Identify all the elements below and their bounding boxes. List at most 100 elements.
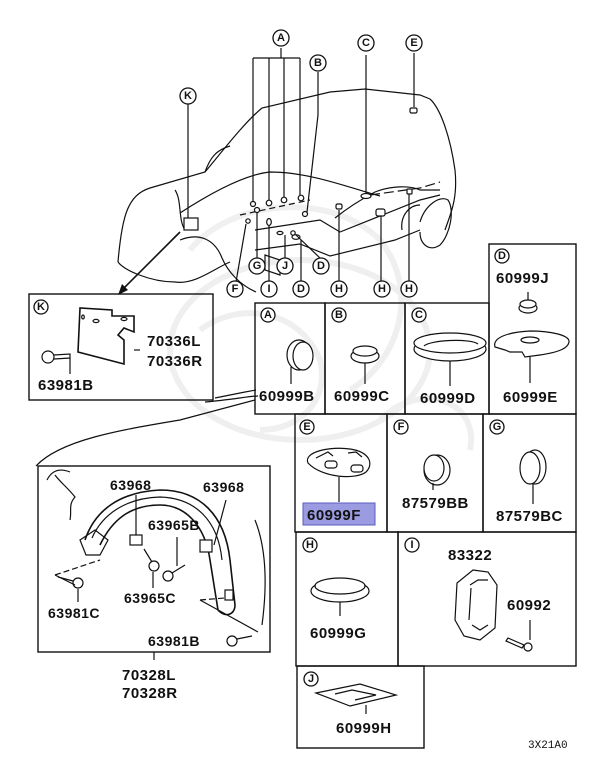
line-art <box>28 293 214 401</box>
part-number-87579bb[interactable]: 87579BB <box>402 495 469 512</box>
part-number-70336l[interactable]: 70336L <box>147 333 201 350</box>
callout-k: K <box>179 87 197 105</box>
part-number-70336r[interactable]: 70336R <box>147 353 203 370</box>
line-art <box>41 350 55 364</box>
line-art <box>519 451 541 485</box>
callout-h3: H <box>400 280 418 298</box>
line-art <box>199 539 213 553</box>
callout-c: C <box>357 34 375 52</box>
bolt-icon <box>226 635 253 647</box>
line-art: C <box>415 309 423 321</box>
line-art <box>54 474 76 521</box>
line-art <box>204 395 259 403</box>
line-art: H <box>335 283 343 295</box>
callout-d2: D <box>292 280 310 298</box>
line-art <box>334 689 377 701</box>
line-art <box>401 204 421 231</box>
part-number-63981c[interactable]: 63981C <box>48 605 100 621</box>
part-number-60999c[interactable]: 60999C <box>334 388 390 405</box>
bolt-icon <box>57 576 84 589</box>
line-art <box>245 218 251 224</box>
part-number-60999j[interactable]: 60999J <box>496 270 549 287</box>
line-art <box>505 637 525 649</box>
line-art <box>266 217 272 227</box>
line-art <box>54 559 101 576</box>
part-number-60999e[interactable]: 60999E <box>503 389 558 406</box>
line-art: K <box>37 301 45 313</box>
screw-icon <box>162 564 186 582</box>
part-number-60999b[interactable]: 60999B <box>259 388 315 405</box>
line-art <box>423 454 445 482</box>
callout-i: I <box>260 280 278 298</box>
part-number-63965b[interactable]: 63965B <box>148 517 200 533</box>
line-art: A <box>277 32 285 44</box>
line-art <box>454 569 498 641</box>
line-art: J <box>308 673 314 685</box>
part-number-70328l[interactable]: 70328L <box>122 667 176 684</box>
part-number-60992[interactable]: 60992 <box>507 597 551 614</box>
line-art <box>214 389 257 399</box>
line-art <box>523 642 533 652</box>
line-art <box>120 316 128 322</box>
line-art <box>81 314 85 320</box>
line-art: B <box>335 309 343 321</box>
callout-b: B <box>309 54 327 72</box>
part-number-83322[interactable]: 83322 <box>448 547 492 564</box>
line-art: J <box>282 260 288 272</box>
line-art <box>352 345 378 357</box>
part-number-60999g[interactable]: 60999G <box>310 625 366 642</box>
line-art <box>224 589 234 601</box>
part-number-63968-b[interactable]: 63968 <box>203 479 244 495</box>
part-number-70328r[interactable]: 70328R <box>122 685 178 702</box>
callout-h2: H <box>373 280 391 298</box>
line-art: E <box>410 37 417 49</box>
part-number-63981b-liner[interactable]: 63981B <box>148 633 200 649</box>
line-art <box>423 339 479 347</box>
part-number-87579bc[interactable]: 87579BC <box>496 508 563 525</box>
part-number-60999d[interactable]: 60999D <box>420 390 476 407</box>
line-art <box>276 257 294 275</box>
line-art <box>179 171 381 214</box>
line-art <box>291 234 301 240</box>
part-number-60999h[interactable]: 60999H <box>336 720 392 737</box>
line-art: B <box>314 57 322 69</box>
line-art <box>315 451 334 459</box>
line-art <box>303 671 319 687</box>
panel-k: K 70336L 70336R 63981B <box>28 293 214 401</box>
line-art <box>400 280 418 298</box>
line-art <box>360 192 372 200</box>
line-art <box>292 341 314 371</box>
line-art <box>260 280 278 298</box>
part-number-63981b[interactable]: 63981B <box>38 377 94 394</box>
line-art <box>162 570 174 582</box>
line-art: I <box>410 539 413 551</box>
diagram-reference-code: 3X21A0 <box>528 740 568 752</box>
highlight-box <box>302 502 376 526</box>
callout-e: E <box>405 34 423 52</box>
part-number-63965c[interactable]: 63965C <box>124 590 176 606</box>
line-art <box>254 194 441 233</box>
line-art <box>519 299 537 309</box>
line-art: K <box>184 90 192 102</box>
line-art <box>253 206 261 214</box>
line-art <box>129 534 143 546</box>
line-art <box>213 499 227 546</box>
line-art <box>179 87 197 105</box>
part-number-60999f[interactable]: 60999F <box>307 507 361 524</box>
line-art <box>369 181 441 196</box>
line-art <box>265 199 273 207</box>
line-art <box>46 469 71 481</box>
line-art <box>280 196 288 204</box>
line-art <box>489 419 505 435</box>
line-art: D <box>317 260 325 272</box>
line-art <box>350 464 364 473</box>
line-art: H <box>378 283 386 295</box>
line-art: D <box>498 250 506 262</box>
line-art <box>335 203 343 210</box>
part-number-63968-a[interactable]: 63968 <box>110 477 151 493</box>
line-art <box>276 230 284 236</box>
line-art <box>296 665 425 749</box>
line-art <box>375 208 386 217</box>
callout-g: G <box>248 257 266 275</box>
line-art <box>117 261 231 283</box>
